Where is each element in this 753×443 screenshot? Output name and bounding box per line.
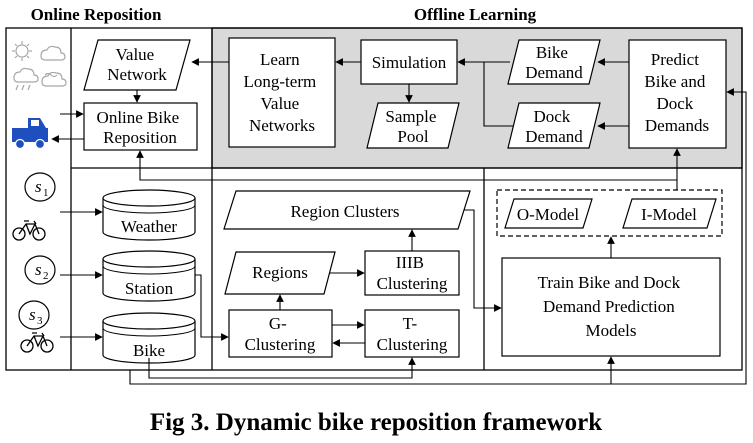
dock-demand-label: Dock Demand bbox=[525, 107, 583, 146]
online-reposition-header: Online Reposition bbox=[31, 5, 162, 24]
bicycle-icon bbox=[20, 332, 54, 353]
i-model-node bbox=[622, 198, 717, 229]
region-clusters-label: Region Clusters bbox=[290, 202, 399, 221]
i-model-label: I-Model bbox=[641, 205, 697, 224]
o-model-label: O-Model bbox=[517, 205, 580, 224]
station-label: Station bbox=[125, 279, 174, 298]
o-model-node bbox=[504, 198, 593, 229]
station-s2: s 2 bbox=[24, 255, 56, 285]
train-models-label: Train Bike and Dock Demand Prediction Mo… bbox=[538, 273, 685, 340]
sample-pool-node bbox=[366, 102, 460, 149]
svg-text:2: 2 bbox=[43, 270, 49, 282]
online-bike-reposition-label: Online Bike Reposition bbox=[97, 108, 184, 147]
svg-text:1: 1 bbox=[43, 187, 49, 199]
svg-text:s: s bbox=[35, 260, 42, 279]
connectors bbox=[51, 58, 747, 385]
arrow-clusters-to-train bbox=[464, 209, 502, 312]
arrow-dockdemand-to-sim bbox=[483, 62, 513, 127]
station-s1: s 1 bbox=[24, 172, 56, 202]
arrow-feedback-to-predict bbox=[129, 88, 747, 385]
regions-node bbox=[224, 251, 336, 295]
station-s3: s 3 bbox=[18, 300, 50, 330]
svg-text:s: s bbox=[29, 305, 36, 324]
value-network-node bbox=[83, 39, 191, 91]
weather-icon bbox=[12, 41, 67, 91]
sample-pool-label: Sample Pool bbox=[385, 107, 440, 146]
g-clustering-node bbox=[228, 309, 333, 358]
figure-caption: Fig 3. Dynamic bike reposition framework bbox=[150, 409, 602, 436]
iiib-clustering-node bbox=[364, 250, 460, 296]
outer-frame bbox=[5, 27, 743, 371]
regions-label: Regions bbox=[252, 263, 308, 282]
truck-icon bbox=[12, 118, 48, 150]
bike-demand-label: Bike Demand bbox=[525, 43, 583, 82]
simulation-label: Simulation bbox=[372, 53, 447, 72]
weather-label: Weather bbox=[121, 217, 178, 236]
dock-demand-node bbox=[507, 102, 601, 149]
svg-text:3: 3 bbox=[37, 315, 43, 327]
arrow-station-to-gclustering bbox=[195, 274, 229, 341]
learn-long-term-label: Learn Long-term Value Networks bbox=[244, 50, 321, 135]
t-clustering-label: T- Clustering bbox=[377, 314, 448, 354]
bike-demand-node bbox=[507, 39, 601, 85]
region-clusters-node bbox=[223, 190, 471, 230]
offline-learning-header: Offline Learning bbox=[414, 5, 537, 24]
predict-demands-node bbox=[628, 39, 727, 149]
predict-demands-label: Predict Bike and Dock Demands bbox=[644, 50, 709, 135]
station-database: Station bbox=[102, 250, 196, 302]
arrow-bike-to-tclustering bbox=[148, 357, 416, 379]
iiib-clustering-label: IIIB Clustering bbox=[377, 253, 448, 293]
bike-database: Bike bbox=[102, 312, 196, 364]
arrow-models-to-reposition bbox=[136, 150, 677, 181]
bicycle-icon bbox=[12, 220, 46, 241]
online-bike-reposition-node bbox=[83, 102, 198, 151]
weather-database: Weather bbox=[102, 189, 196, 241]
model-group bbox=[496, 189, 723, 237]
bike-label: Bike bbox=[133, 341, 165, 360]
svg-text:s: s bbox=[35, 177, 42, 196]
learn-long-term-node bbox=[228, 37, 336, 148]
value-network-label: Value Network bbox=[107, 45, 167, 84]
simulation-node bbox=[360, 39, 458, 85]
t-clustering-node bbox=[364, 309, 460, 358]
g-clustering-label: G- Clustering bbox=[245, 314, 316, 354]
